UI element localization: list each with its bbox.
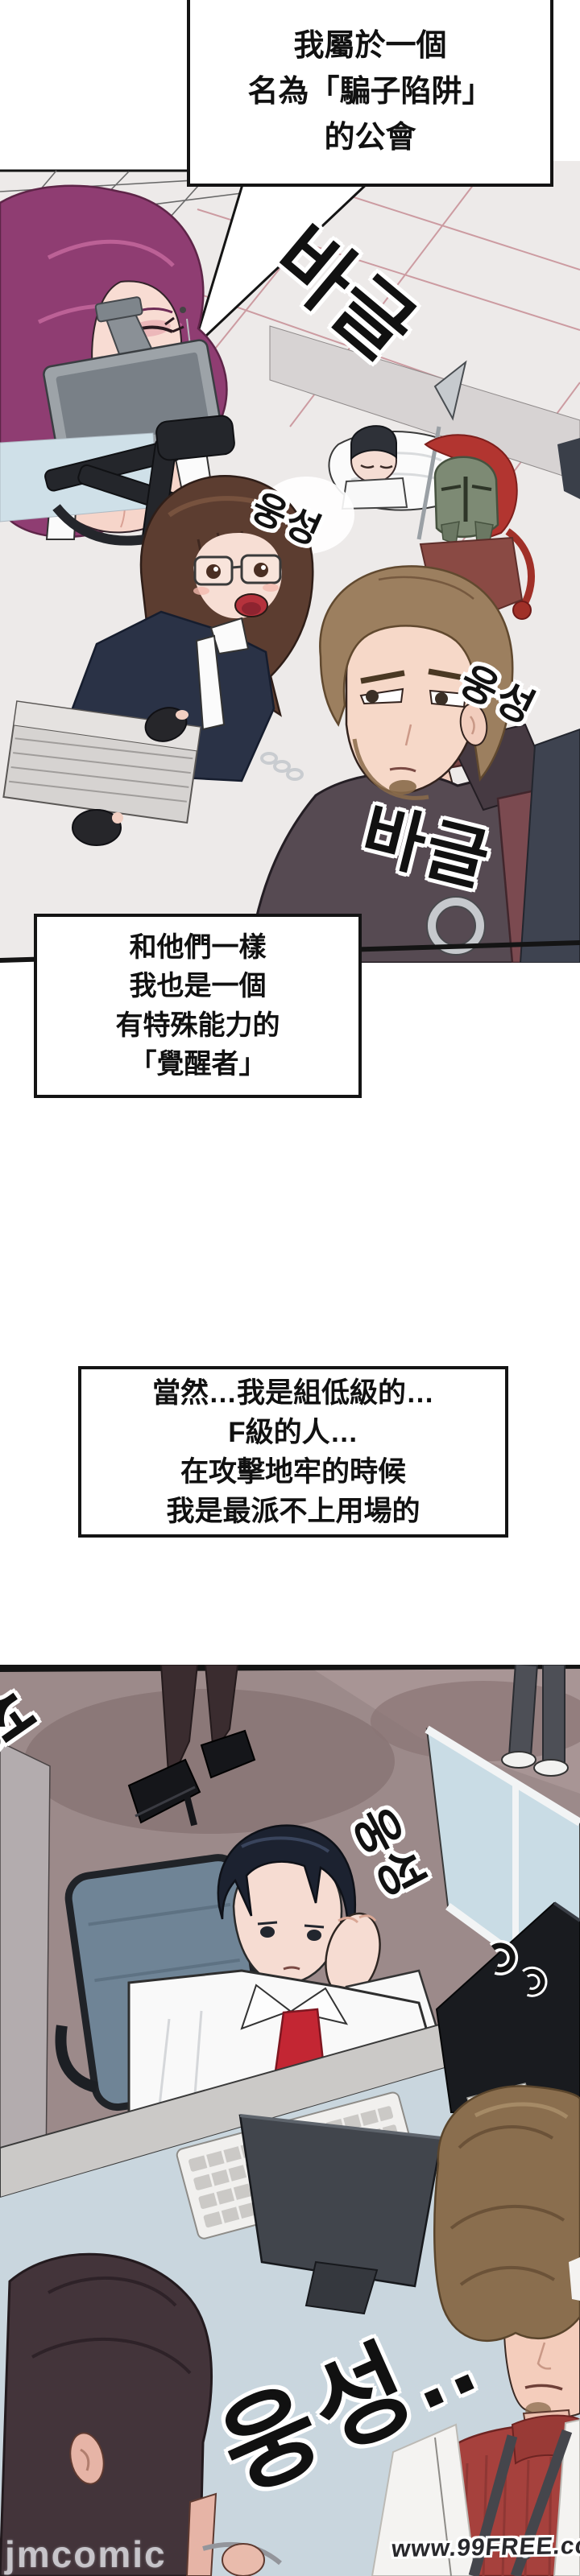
- caption-line: 我也是一個: [129, 971, 267, 1002]
- head-back: [0, 2252, 282, 2576]
- jester-tail: [505, 528, 536, 608]
- girl-collar: [209, 617, 250, 655]
- watermark-jmcomic: jmcomic: [5, 2533, 167, 2575]
- caption-box-frank: 當然…我是組低級的… F級的人… 在攻擊地牢的時候 我是最派不上用場的: [78, 1366, 508, 1538]
- man-red-turtleneck: [371, 2085, 580, 2576]
- white-coat-right: [553, 2418, 580, 2576]
- monitor-black-right: [435, 1901, 580, 2117]
- watermark-99free: www.99FREE.cc: [390, 2532, 580, 2563]
- caption-line: 我屬於一個: [293, 28, 447, 63]
- caption-line: F級的人…: [228, 1416, 358, 1448]
- caption-line: 有特殊能力的: [115, 1009, 280, 1041]
- wall-divider: [269, 325, 580, 482]
- helmet-figure: [416, 360, 536, 620]
- wavy-brown-hair: [433, 2085, 580, 2342]
- lanyard-strap: [468, 2434, 518, 2576]
- sneaker-icon: [501, 1751, 536, 1769]
- caption-line: 的公會: [324, 120, 416, 155]
- high-heel-icon: [127, 1758, 201, 1824]
- caption-line: 我是最派不上用場的: [166, 1495, 420, 1527]
- sword-ring-pommel: [427, 897, 485, 955]
- zipper-chain: [260, 752, 304, 781]
- girl-eye: [206, 564, 221, 579]
- legs-stockings: [127, 1665, 256, 1827]
- coworker-hair: [350, 425, 397, 461]
- caption-line: 名為「騙子陷阱」: [247, 74, 493, 109]
- panel-office-desk: [0, 1665, 580, 2576]
- murmur-curls: [489, 1939, 548, 1997]
- man-phone-eye: [260, 1926, 275, 1938]
- cubicle-divider: [0, 1984, 580, 2199]
- man-brow: [360, 670, 405, 684]
- caption-line: 當然…我是組低級的…: [151, 1377, 434, 1409]
- man-beard-line: [352, 738, 429, 800]
- chair-armrest: [55, 2025, 98, 2093]
- man-eye: [366, 690, 379, 703]
- collar-left: [240, 1984, 292, 2030]
- caption-line: 「覺醒者」: [129, 1048, 267, 1080]
- man-mouth: [389, 766, 416, 773]
- panel2-top-border: [0, 1665, 580, 1672]
- turtleneck-mouth: [524, 2384, 563, 2391]
- monitor-back: [238, 2114, 443, 2315]
- caption-box-awakener: 和他們一樣 我也是一個 有特殊能力的 「覺醒者」: [34, 914, 362, 1098]
- white-coat-left: [371, 2423, 477, 2576]
- girl-brown-bob: [2, 475, 314, 846]
- caption-line: 和他們一樣: [129, 931, 267, 963]
- foreground-figure-right: [519, 728, 580, 963]
- legs-standing: [501, 1665, 569, 1777]
- caption-box-guild: 我屬於一個 名為「騙子陷阱」 的公會: [187, 0, 553, 187]
- foreground-figure-top: [557, 438, 580, 499]
- coworker-small: [341, 425, 408, 510]
- caption-line: 在攻擊地牢的時候: [180, 1455, 406, 1488]
